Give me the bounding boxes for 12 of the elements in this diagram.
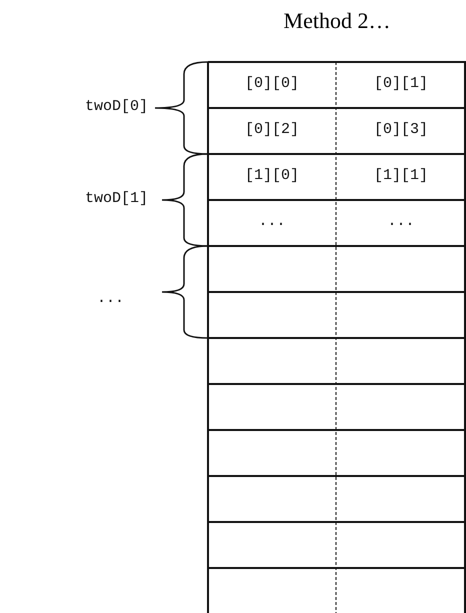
index-label: [0][2]: [244, 121, 300, 138]
variable-label: twoD[0]: [84, 98, 148, 115]
index-label: [1][1]: [372, 167, 429, 184]
index-label: ...: [386, 213, 416, 230]
index-label: [0][3]: [372, 121, 429, 138]
index-label: [1][0]: [244, 167, 300, 184]
variable-label: twoD[1]: [84, 190, 148, 207]
variable-label: ...: [96, 290, 124, 307]
index-label: ...: [257, 213, 286, 230]
index-label: [0][0]: [244, 75, 300, 92]
title: Method 2…: [282, 8, 392, 34]
index-label: [0][1]: [372, 75, 429, 92]
